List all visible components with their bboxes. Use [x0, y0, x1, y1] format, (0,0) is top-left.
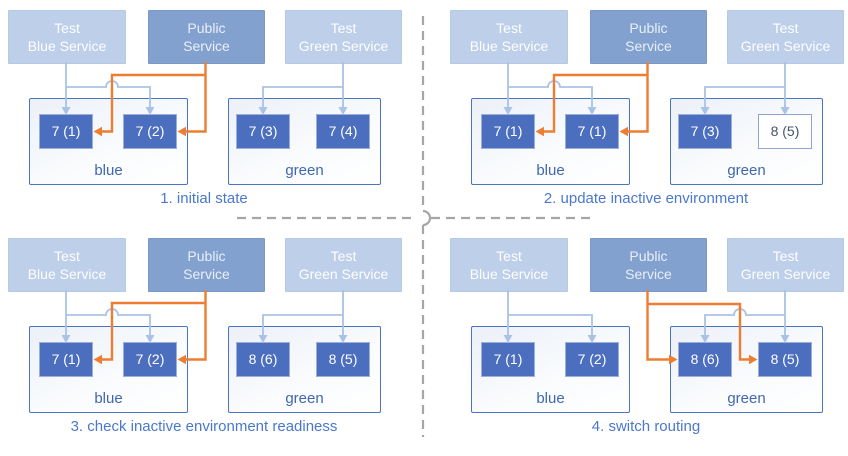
pod: 7 (3)	[236, 114, 290, 149]
step-caption: 4. switch routing	[591, 418, 701, 435]
service-label-line2: Service	[183, 38, 230, 54]
divider-crossing-hop	[422, 209, 432, 227]
service-label-line2: Green Service	[740, 38, 831, 54]
environment-label: green	[727, 162, 766, 179]
environment-label: blue	[94, 162, 123, 179]
pod: 7 (1)	[39, 114, 93, 149]
pod: 7 (2)	[565, 342, 619, 377]
service-label-line1: Test	[772, 20, 799, 36]
service-label-line1: Public	[187, 248, 226, 264]
environment-label: blue	[536, 390, 565, 407]
service-label-line1: Public	[629, 248, 668, 264]
service-label-line2: Blue Service	[469, 266, 549, 282]
public-service-box: Public Service	[590, 238, 707, 292]
public-service-box: Public Service	[148, 238, 265, 292]
public-service-box: Public Service	[590, 10, 707, 64]
service-label-line2: Service	[625, 266, 672, 282]
pod: 7 (2)	[123, 342, 177, 377]
pod: 8 (5)	[758, 342, 812, 377]
step-caption: 2. update inactive environment	[543, 190, 749, 207]
test-blue-service-box: Test Blue Service	[8, 238, 126, 292]
environment-label: blue	[94, 390, 123, 407]
test-green-service-box: Test Green Service	[727, 10, 844, 64]
service-label-line1: Test	[496, 248, 522, 264]
quadrant-switch-routing: Test Blue Service Public Service Test Gr…	[444, 228, 848, 456]
service-label-line1: Test	[330, 20, 357, 36]
test-green-service-box: Test Green Service	[285, 10, 402, 64]
pod: 7 (1)	[481, 114, 535, 149]
service-label-line2: Service	[183, 266, 230, 282]
step-caption: 1. initial state	[160, 190, 248, 207]
service-label-line1: Public	[629, 20, 668, 36]
service-label-line2: Green Service	[298, 38, 389, 54]
service-label-line2: Blue Service	[27, 38, 107, 54]
step-caption: 3. check inactive environment readiness	[70, 418, 338, 435]
service-label-line1: Test	[330, 248, 357, 264]
test-blue-service-box: Test Blue Service	[450, 238, 568, 292]
service-label-line1: Public	[187, 20, 226, 36]
pod-new: 8 (5)	[758, 114, 812, 149]
pod: 8 (6)	[678, 342, 732, 377]
test-green-service-box: Test Green Service	[727, 238, 844, 292]
service-label-line1: Test	[54, 248, 80, 264]
service-label-line1: Test	[772, 248, 799, 264]
service-label-line2: Service	[625, 38, 672, 54]
environment-label: green	[285, 390, 324, 407]
environment-label: green	[285, 162, 324, 179]
public-service-box: Public Service	[148, 10, 265, 64]
pod: 7 (1)	[481, 342, 535, 377]
pod: 7 (3)	[678, 114, 732, 149]
pod: 7 (1)	[39, 342, 93, 377]
service-label-line2: Green Service	[298, 266, 389, 282]
pod: 8 (5)	[316, 342, 370, 377]
pod: 7 (4)	[316, 114, 370, 149]
pod: 7 (2)	[123, 114, 177, 149]
service-label-line2: Blue Service	[469, 38, 549, 54]
service-label-line1: Test	[496, 20, 522, 36]
environment-label: green	[727, 390, 766, 407]
pod: 8 (6)	[236, 342, 290, 377]
test-blue-service-box: Test Blue Service	[450, 10, 568, 64]
service-label-line2: Green Service	[740, 266, 831, 282]
quadrant-initial-state: Test Blue Service Public Service Test Gr…	[2, 0, 406, 228]
quadrant-check-readiness: Test Blue Service Public Service Test Gr…	[2, 228, 406, 456]
test-blue-service-box: Test Blue Service	[8, 10, 126, 64]
service-label-line2: Blue Service	[27, 266, 107, 282]
test-green-service-box: Test Green Service	[285, 238, 402, 292]
quadrant-update-inactive: Test Blue Service Public Service Test Gr…	[444, 0, 848, 228]
environment-label: blue	[536, 162, 565, 179]
service-label-line1: Test	[54, 20, 80, 36]
pod: 7 (1)	[565, 114, 619, 149]
